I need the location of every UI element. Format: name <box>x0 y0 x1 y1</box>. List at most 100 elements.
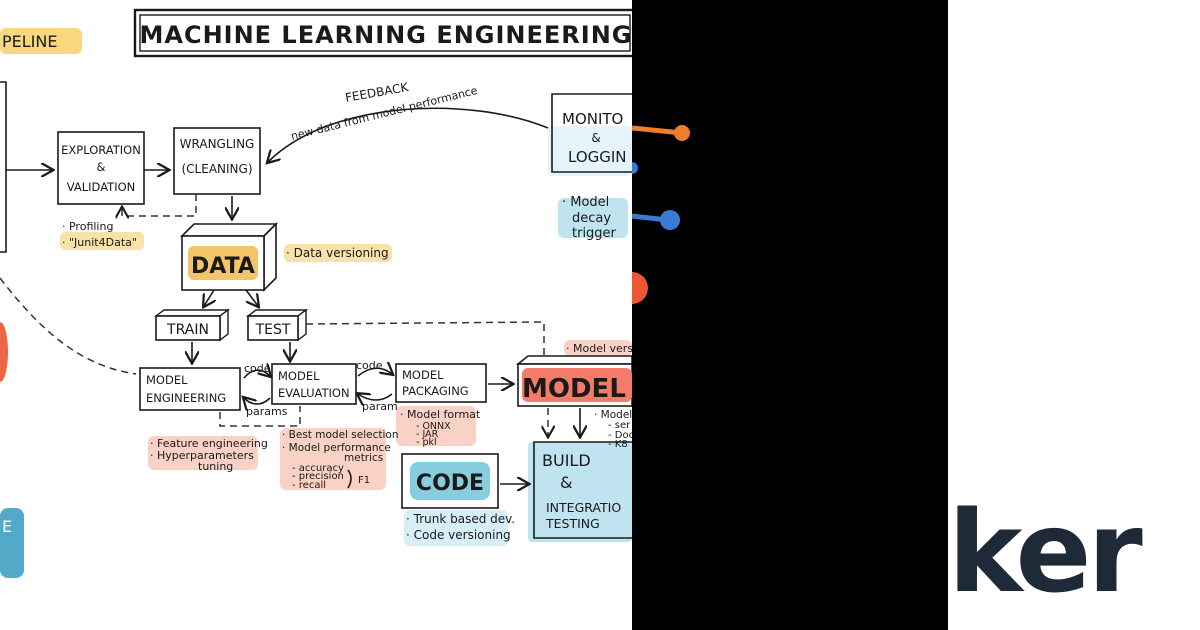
edge-params: params <box>246 405 288 418</box>
left-partial-box <box>0 81 7 253</box>
svg-text:CODE: CODE <box>416 471 484 496</box>
ml-engineering-diagram: MACHINE LEARNING ENGINEERING PELINE E EX… <box>0 8 633 578</box>
note-accuracy: - accuracy <box>292 463 344 474</box>
note-code-versioning: · Code versioning <box>406 528 511 542</box>
pipeline-tag: PELINE <box>2 32 57 51</box>
note-decay-2: decay <box>572 211 611 226</box>
note-precision: - precision <box>292 471 344 482</box>
edge-param: param <box>362 400 398 413</box>
note-decay-3: trigger <box>572 226 617 241</box>
svg-text:MONITO: MONITO <box>562 110 623 128</box>
left-red-mark <box>0 322 8 382</box>
diagram-svg: MACHINE LEARNING ENGINEERING PELINE E EX… <box>0 8 633 578</box>
svg-text:MODEL: MODEL <box>278 369 320 383</box>
svg-text:MODEL: MODEL <box>146 373 188 387</box>
note-hyperparameters-1: · Hyperparameters <box>150 449 254 462</box>
edge-code-2: code <box>356 359 383 372</box>
profiling-highlight <box>60 232 144 250</box>
left-tag: E <box>2 517 12 536</box>
f1-brace <box>347 469 352 489</box>
note-model-serving-3: - Doc <box>608 430 632 441</box>
svg-text:TESTING: TESTING <box>545 516 600 531</box>
note-onnx: - ONNX <box>416 421 451 432</box>
arrow-param-packaging-evaluation <box>358 394 393 400</box>
svg-text:EVALUATION: EVALUATION <box>278 386 350 400</box>
svg-text:PACKAGING: PACKAGING <box>402 384 469 398</box>
svg-text:&: & <box>591 131 600 145</box>
feedback-label: FEEDBACK <box>344 80 410 105</box>
dashed-wrangling-back <box>122 194 197 216</box>
svg-text:MODEL: MODEL <box>522 374 626 404</box>
decay-highlight <box>558 198 628 238</box>
data-versioning-highlight <box>284 244 392 262</box>
left-tag-highlight <box>0 508 24 578</box>
code-notes-highlight <box>404 510 508 546</box>
highlights <box>0 28 632 578</box>
dashed-eval-back <box>219 406 301 427</box>
svg-text:TEST: TEST <box>255 322 291 338</box>
note-trunk: · Trunk based dev. <box>406 512 515 526</box>
arrow-code-engineering-evaluation <box>243 370 270 378</box>
svg-text:LOGGIN: LOGGIN <box>568 148 627 166</box>
blue-dot-small <box>632 162 638 174</box>
svg-text:ENGINEERING: ENGINEERING <box>146 391 226 405</box>
note-model-serving-4: - K8 <box>608 439 628 450</box>
note-pkl: - pkl <box>416 437 437 448</box>
exploration-validation-node: EXPLORATION & VALIDATION <box>57 131 145 205</box>
data-node: DATA <box>180 222 278 292</box>
note-recall: - recall <box>292 480 326 491</box>
orange-dot <box>674 125 690 141</box>
note-jar: - JAR <box>416 429 439 440</box>
dashed-test-to-model <box>305 321 545 358</box>
build-node: BUILD & INTEGRATIO TESTING <box>533 441 632 539</box>
note-data-versioning: · Data versioning <box>286 246 389 260</box>
format-highlight <box>396 406 476 446</box>
diagram-title: MACHINE LEARNING ENGINEERING <box>140 21 633 49</box>
brand-panel: ker <box>632 0 1200 630</box>
note-model-format: · Model format <box>400 408 481 421</box>
arrow-params-evaluation-engineering <box>244 398 271 404</box>
metrics-highlight <box>280 428 386 490</box>
orange-connector-line <box>632 125 683 136</box>
note-profiling: · Profiling <box>62 220 113 233</box>
blue-dot <box>660 210 680 230</box>
model-evaluation-node: MODEL EVALUATION <box>271 363 357 405</box>
monitoring-node: MONITO & LOGGIN <box>551 93 632 173</box>
svg-text:VALIDATION: VALIDATION <box>67 180 136 194</box>
svg-text:&: & <box>560 473 572 492</box>
black-block <box>632 0 948 630</box>
connector-decor <box>632 125 690 304</box>
title-banner: MACHINE LEARNING ENGINEERING <box>133 8 633 58</box>
pipeline-highlight <box>0 28 82 54</box>
arrow-data-to-train <box>204 289 214 306</box>
monitoring-highlight <box>548 126 632 176</box>
test-node: TEST <box>245 308 309 342</box>
svg-text:MODEL: MODEL <box>402 368 444 382</box>
note-model-versioning: · Model versio <box>566 342 632 355</box>
model-node: MODEL <box>515 355 632 407</box>
model-versioning-highlight <box>564 340 632 356</box>
edge-code-1: code <box>244 362 271 375</box>
feedback-arrow <box>268 107 549 162</box>
note-model-performance-1: · Model performance <box>282 442 391 454</box>
feature-highlight <box>148 436 258 470</box>
svg-text:WRANGLING: WRANGLING <box>180 137 255 151</box>
arrow-data-to-test <box>245 289 258 306</box>
note-hyperparameters-2: tuning <box>198 460 233 473</box>
note-f1: F1 <box>358 475 370 486</box>
svg-text:DATA: DATA <box>191 254 255 279</box>
svg-text:INTEGRATIO: INTEGRATIO <box>546 500 621 515</box>
brand-text: ker <box>948 488 1143 618</box>
dashed-left-loop <box>0 277 137 375</box>
model-engineering-node: MODEL ENGINEERING <box>139 367 241 411</box>
red-dot <box>632 272 648 304</box>
code-node: CODE <box>401 453 499 509</box>
note-model-serving-1: · Model s <box>594 409 632 421</box>
note-model-performance-2: metrics <box>344 452 383 464</box>
svg-text:(CLEANING): (CLEANING) <box>181 162 252 176</box>
wrangling-node: WRANGLING (CLEANING) <box>173 127 261 195</box>
model-packaging-node: MODEL PACKAGING <box>395 363 487 403</box>
note-decay-1: · Model <box>562 195 609 210</box>
build-highlight <box>528 442 632 542</box>
note-best-model: · Best model selection <box>282 429 399 441</box>
